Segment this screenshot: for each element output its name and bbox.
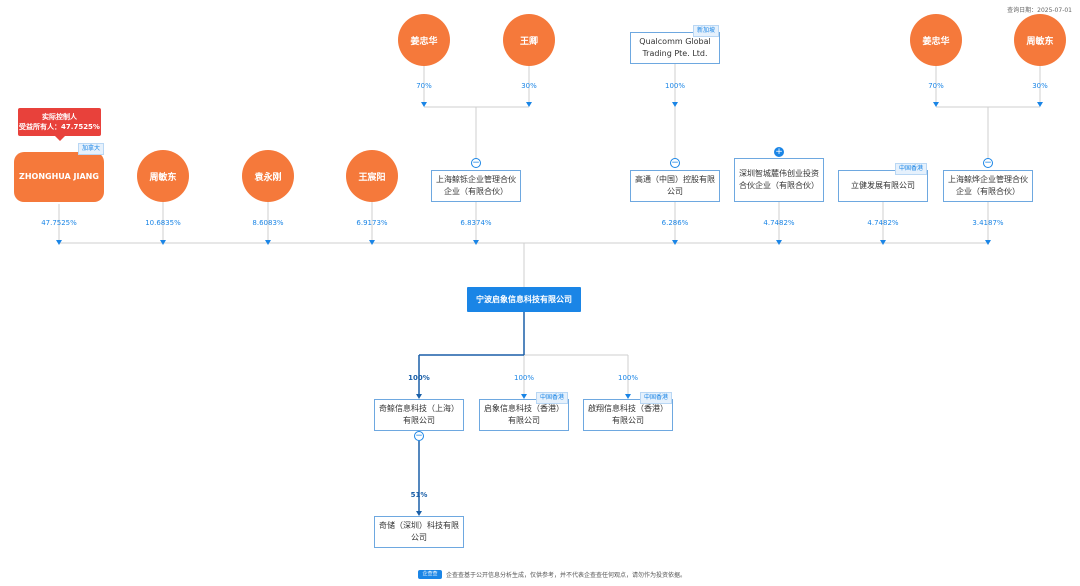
collapse-toggle-icon[interactable]: − [471, 158, 481, 168]
qichacha-logo-icon: 企查查 [418, 570, 442, 579]
pct-s1: 10.6835% [145, 219, 181, 227]
subsidiary-qixiang-hongkong[interactable]: 启象信息科技（香港）有限公司 [479, 399, 569, 431]
pct-s2: 8.6083% [252, 219, 284, 227]
pct-s7: 4.7482% [867, 219, 899, 227]
shareholder-zhonghua-jiang[interactable]: ZHONGHUA JIANG [14, 152, 104, 202]
pct-sub2: 100% [617, 374, 638, 382]
query-date: 查询日期：2025-07-01 [1007, 7, 1072, 14]
tag-hongkong: 中国香港 [895, 163, 928, 175]
pct-h4: 70% [928, 82, 944, 90]
pct-h1: 70% [416, 82, 432, 90]
pct-sub1: 100% [513, 374, 534, 382]
shareholder-zhou-mindong[interactable]: 周敏东 [137, 150, 189, 202]
pct-s0: 47.7525% [41, 219, 77, 227]
tag-singapore: 新加坡 [693, 25, 720, 37]
pct-s6: 4.7482% [763, 219, 795, 227]
shareholder-yuan-yonggang[interactable]: 袁永刚 [242, 150, 294, 202]
pct-sub0: 100% [408, 374, 430, 382]
subsidiary-qijing-shanghai[interactable]: 奇鲸信息科技（上海）有限公司 [374, 399, 464, 431]
pct-s3: 6.9173% [356, 219, 388, 227]
expand-toggle-icon[interactable]: + [774, 147, 784, 157]
collapse-toggle-icon[interactable]: − [983, 158, 993, 168]
actual-controller-badge: 实际控制人 受益所有人：47.7525% [18, 108, 101, 136]
shareholder-qualcomm-china[interactable]: 高通（中国）控股有限公司 [630, 170, 720, 202]
holder-qualcomm[interactable]: Qualcomm Global Trading Pte. Ltd. [630, 32, 720, 64]
holder-jiang-zhonghua-left[interactable]: 姜忠华 [398, 14, 450, 66]
pct-h5: 30% [1032, 82, 1048, 90]
tag-hongkong: 中国香港 [640, 392, 673, 404]
shareholder-shenzhen-zhicheng[interactable]: 深圳智城麓伟创业投资合伙企业（有限合伙） [734, 158, 824, 202]
controller-badge-pointer [55, 136, 65, 141]
pct-s4: 6.8374% [460, 219, 492, 227]
holder-wang-qing[interactable]: 王卿 [503, 14, 555, 66]
shareholder-shanghai-jingye[interactable]: 上海鲸烨企业管理合伙企业（有限合伙） [943, 170, 1033, 202]
tag-hongkong: 中国香港 [536, 392, 569, 404]
pct-s5: 6.286% [661, 219, 689, 227]
holder-jiang-zhonghua-right[interactable]: 姜忠华 [910, 14, 962, 66]
footer-disclaimer: 企查查 企查查基于公开信息分析生成，仅供参考，并不代表企查查任何观点，请勿作为投… [418, 570, 686, 579]
shareholder-wang-chenyang[interactable]: 王宸阳 [346, 150, 398, 202]
collapse-toggle-icon[interactable]: − [414, 431, 424, 441]
pct-s8: 3.4187% [972, 219, 1004, 227]
pct-h2: 30% [521, 82, 537, 90]
shareholder-lijian-development[interactable]: 立健发展有限公司 [838, 170, 928, 202]
subsidiary-qichu-shenzhen[interactable]: 奇储（深圳）科技有限公司 [374, 516, 464, 548]
subsidiary-qixiang2-hongkong[interactable]: 啟翔信息科技（香港）有限公司 [583, 399, 673, 431]
footer-text: 企查查基于公开信息分析生成，仅供参考，并不代表企查查任何观点，请勿作为投资依据。 [446, 572, 687, 579]
tag-canada: 加拿大 [78, 143, 105, 155]
pct-h3: 100% [664, 82, 685, 90]
collapse-toggle-icon[interactable]: − [670, 158, 680, 168]
pct-subsub: 51% [410, 491, 428, 499]
holder-zhou-mindong-top[interactable]: 周敏东 [1014, 14, 1066, 66]
main-company[interactable]: 宁波启象信息科技有限公司 [467, 287, 581, 312]
shareholder-shanghai-jingshuo[interactable]: 上海鲸铄企业管理合伙企业（有限合伙） [431, 170, 521, 202]
